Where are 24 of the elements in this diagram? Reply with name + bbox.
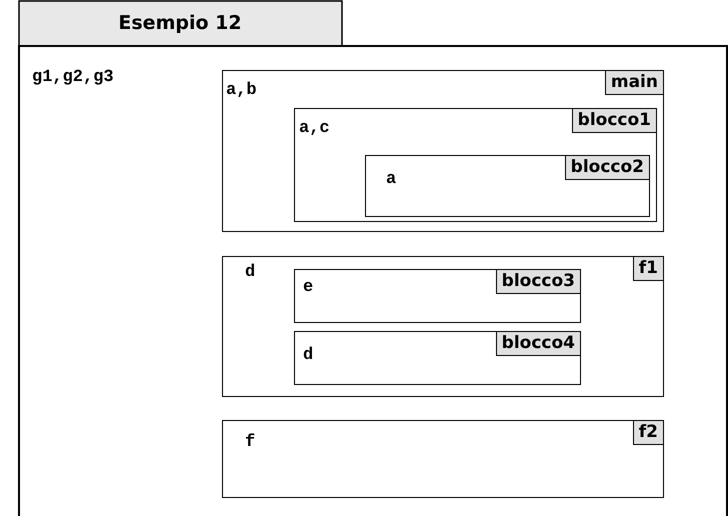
- variable-list: g1,g2,g3: [32, 68, 114, 87]
- scope-box: [294, 108, 657, 222]
- variable-list: f: [245, 433, 256, 452]
- variable-list: a,c: [299, 119, 330, 138]
- variable-list: d: [303, 346, 314, 365]
- scope-box: [222, 70, 664, 232]
- variable-list: d: [245, 263, 256, 282]
- scope-box: [365, 155, 650, 217]
- variable-list: e: [303, 278, 314, 297]
- title-tab-label: Esempio 12: [117, 11, 243, 36]
- block-name-tag: blocco1: [572, 108, 657, 133]
- block-name-tag: main: [604, 70, 664, 95]
- block-name-tag: f1: [632, 256, 664, 281]
- variable-list: a,b: [226, 81, 257, 100]
- scope-box: [222, 420, 664, 498]
- block-name-tag: blocco4: [496, 331, 581, 356]
- block-name-tag: blocco3: [496, 269, 581, 294]
- scope-panel: [18, 0, 728, 516]
- scope-box: [222, 256, 664, 397]
- scope-box: [294, 269, 581, 323]
- variable-list: a: [386, 170, 396, 189]
- block-name-tag: f2: [632, 420, 664, 445]
- scope-box: [294, 331, 581, 385]
- block-name-tag: blocco2: [564, 155, 650, 180]
